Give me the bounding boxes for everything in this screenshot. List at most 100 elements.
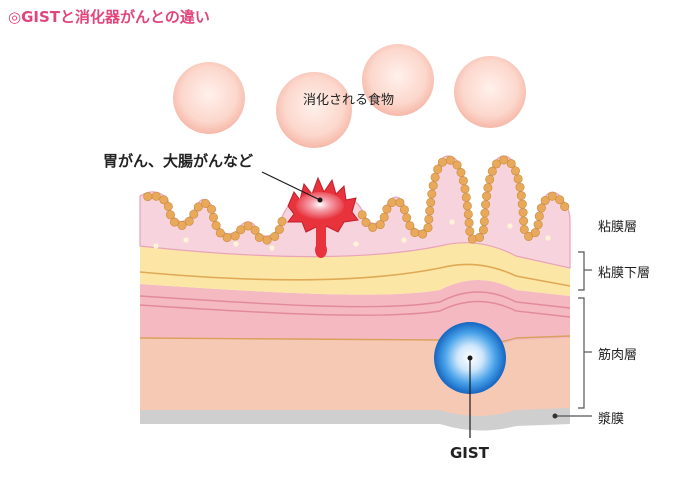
mucosa-cell (262, 235, 272, 245)
mucosa-cell (159, 195, 169, 205)
mucosa-cell (424, 214, 434, 224)
mucosa-cell (458, 176, 468, 186)
serosa-layer (140, 406, 570, 431)
mucosa-cell (510, 166, 520, 176)
mucosa-gland (401, 237, 407, 243)
mucosa-cell (215, 228, 225, 238)
mucosa-cell (519, 225, 529, 235)
mucosa-gland (269, 245, 275, 251)
food-label: 消化される食物 (303, 93, 395, 108)
mucosa-cell (170, 217, 180, 227)
food-bubble-4 (454, 56, 526, 128)
mucosa-cell (375, 220, 385, 230)
page-title: ◎GISTと消化器がんとの違い (8, 8, 210, 26)
mucosa-cell (425, 206, 435, 216)
mucosa-cell (515, 182, 525, 192)
mucosa-cell (530, 228, 540, 238)
mucosa-cell (430, 172, 440, 182)
food-bubble-2 (276, 72, 352, 148)
layer-label-serosa: 漿膜 (598, 412, 625, 427)
mucosa-gland (353, 241, 359, 247)
mucosa-cell (480, 208, 490, 218)
mucosa-cell (163, 202, 173, 212)
cancer-pointer-dot (317, 197, 323, 203)
mucosa-cell (184, 216, 194, 226)
submucosa-layer (140, 242, 570, 296)
mucosa-cell (209, 212, 219, 222)
mucosa-cell (547, 191, 557, 201)
layer-label-mucosa: 粘膜層 (598, 220, 638, 235)
mucosa-cell (405, 221, 415, 231)
serosa-pointer-dot (552, 413, 558, 419)
mucosa-cell (555, 195, 565, 205)
submucosa-line (139, 263, 571, 287)
mucosa-cell (357, 210, 367, 220)
mucosa-cell (379, 212, 389, 222)
mucosa-cell (487, 166, 497, 176)
mucosa-cell (426, 197, 436, 207)
mucosa-cell (452, 160, 462, 170)
mucosa-cell (540, 196, 550, 206)
mucosa-cell (482, 191, 492, 201)
mucosa-cell (462, 201, 472, 211)
mucosa-cell (387, 198, 397, 208)
mucosa-cell (402, 213, 412, 223)
mucosa-cell (560, 202, 570, 212)
mucosa-cell (274, 225, 284, 235)
layer-label-submucosa: 粘膜下層 (598, 266, 651, 281)
mucosa-cell (524, 232, 534, 242)
mucosa-cells (143, 155, 570, 251)
food-bubble-3 (362, 44, 434, 116)
mucosa-cell (270, 232, 280, 242)
mucosa-cell (201, 199, 211, 209)
mucosa-cell (463, 209, 473, 219)
mucosa-cell (461, 192, 471, 202)
mucosa-cell (423, 223, 433, 233)
mucosa-gland (507, 223, 513, 229)
layer-label-muscle: 筋肉層 (598, 348, 638, 363)
mucosa-gland (545, 235, 551, 241)
gist-pointer-dot (467, 355, 473, 361)
mucosa-cell (460, 184, 470, 194)
mucosa-gland (449, 219, 455, 225)
cancer-tumor-icon (287, 176, 359, 258)
muscle-bracket-icon (578, 297, 585, 409)
mucosa-cell (151, 191, 161, 201)
food-bubble-1 (173, 62, 245, 134)
mucosa-cell (177, 220, 187, 230)
mucosa-cell (395, 198, 405, 208)
mucosa-cell (499, 155, 509, 165)
mucosa-cell (361, 217, 371, 227)
mucosa-cell (410, 228, 420, 238)
mucosa-gland (233, 241, 239, 247)
mucosa-cell (222, 233, 232, 243)
mucosa-gland (153, 243, 159, 249)
mucosa-cell (536, 203, 546, 213)
mucosa-cell (382, 204, 392, 214)
muscle-lower-layer (140, 336, 570, 416)
mucosa-cell (437, 157, 447, 167)
mucosa-cell (478, 225, 488, 235)
mucosa-cell (519, 216, 529, 226)
mucosa-cell (465, 226, 475, 236)
mucosa-cell (445, 155, 455, 165)
mucosa-cell (143, 192, 153, 202)
mucosa-cell (427, 189, 437, 199)
mucosa-cell (513, 174, 523, 184)
mucosa-cell (189, 209, 199, 219)
mucosa-cell (207, 204, 217, 214)
mucosa-cell (236, 225, 246, 235)
mucosa-cell (491, 159, 501, 169)
mucosa-cell (211, 221, 221, 231)
submucosa-bracket-icon (578, 251, 585, 291)
muscle-line-1 (139, 291, 571, 309)
mucosa-cell (479, 216, 489, 226)
mucosa-cell (399, 205, 409, 215)
mucosa-cell (243, 221, 253, 231)
mucosa-cell (418, 229, 428, 239)
mucosa-cell (368, 222, 378, 232)
mucosa-cell (516, 191, 526, 201)
mucosa-cell (165, 210, 175, 220)
muscle-line-2 (139, 300, 571, 318)
